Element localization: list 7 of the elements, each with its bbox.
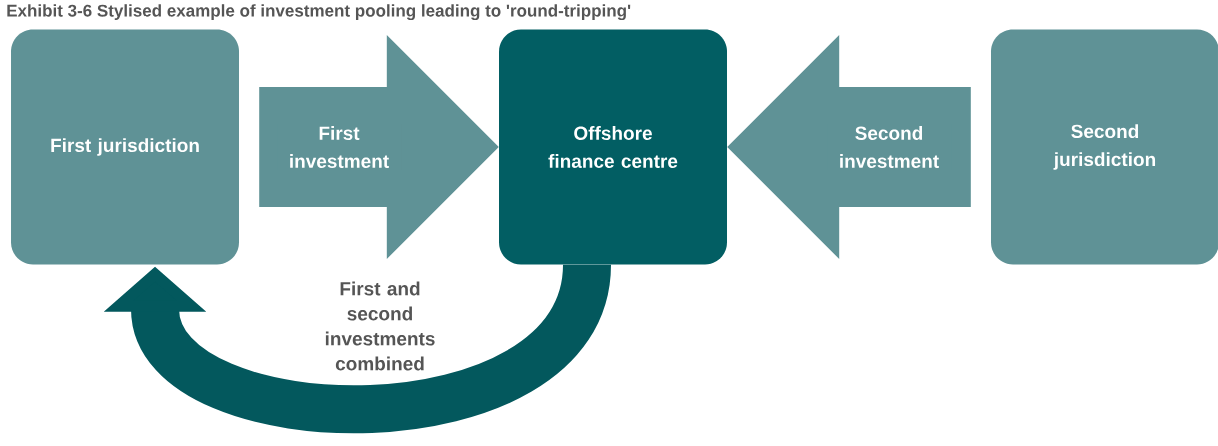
edge-label: First and second investments combined: [325, 281, 435, 371]
box: Second jurisdiction: [991, 29, 1218, 265]
edge-label: First investment: [290, 126, 389, 168]
box: Offshore finance centre: [499, 29, 727, 265]
box: First jurisdiction: [11, 29, 239, 265]
edge-label: Second investment: [840, 126, 939, 168]
title: Exhibit 3-6 Stylised example of investment pooling leading to 'round-tripping': [7, 4, 631, 21]
